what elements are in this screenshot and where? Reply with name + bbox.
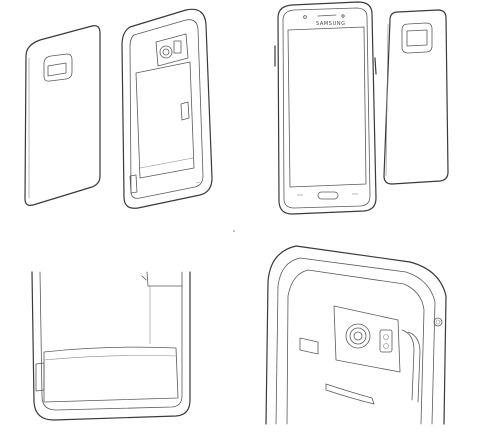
device-brand-label: SAMSUNG [316,21,346,27]
view-case-interior [121,8,213,209]
stray-mark [233,230,235,232]
view-phone-front: SAMSUNG [274,1,377,215]
view-case-bottom-closeup [31,271,191,421]
view-case-corner-closeup [265,245,447,425]
view-camera-cover-plate [383,9,449,185]
view-back-cover-plate [24,25,101,206]
